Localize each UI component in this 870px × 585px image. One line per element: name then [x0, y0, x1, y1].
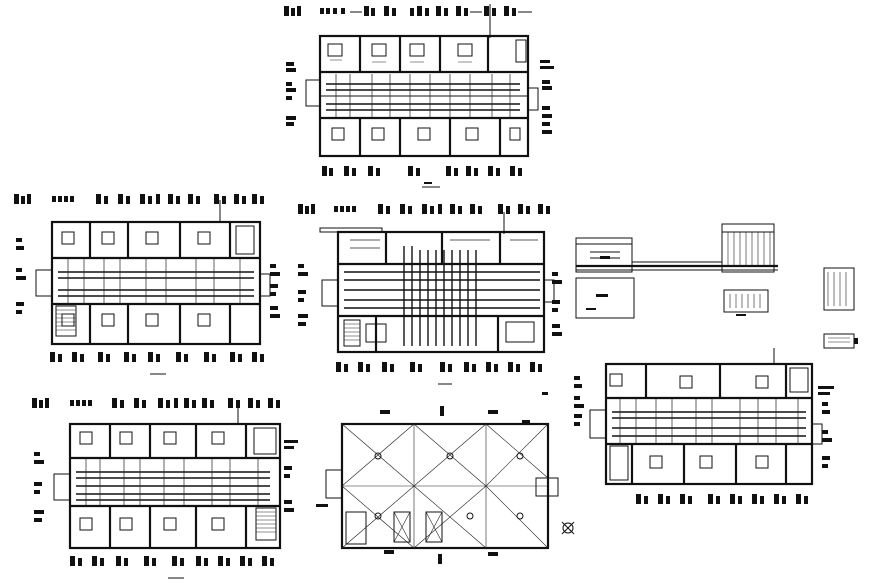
plan-middle-center-services [298, 204, 562, 385]
plan-bottom-center-ceiling [316, 392, 575, 564]
plan-bottom-center-tags [316, 392, 548, 564]
north-arrow-icon [561, 521, 575, 535]
plan-bottom-left [32, 398, 298, 579]
plan-bottom-left-dimension-tags [32, 398, 298, 579]
plan-middle-left-dimension-tags [14, 194, 280, 375]
plan-top-center [284, 4, 554, 188]
section-elevation-right [575, 223, 858, 349]
plan-top-center-dimension-tags [284, 4, 554, 188]
plan-bottom-right-dimension-tags [574, 348, 834, 504]
plan-middle-left [14, 194, 280, 375]
plan-middle-center-dimension-tags [298, 204, 562, 385]
plan-bottom-right [574, 348, 834, 504]
